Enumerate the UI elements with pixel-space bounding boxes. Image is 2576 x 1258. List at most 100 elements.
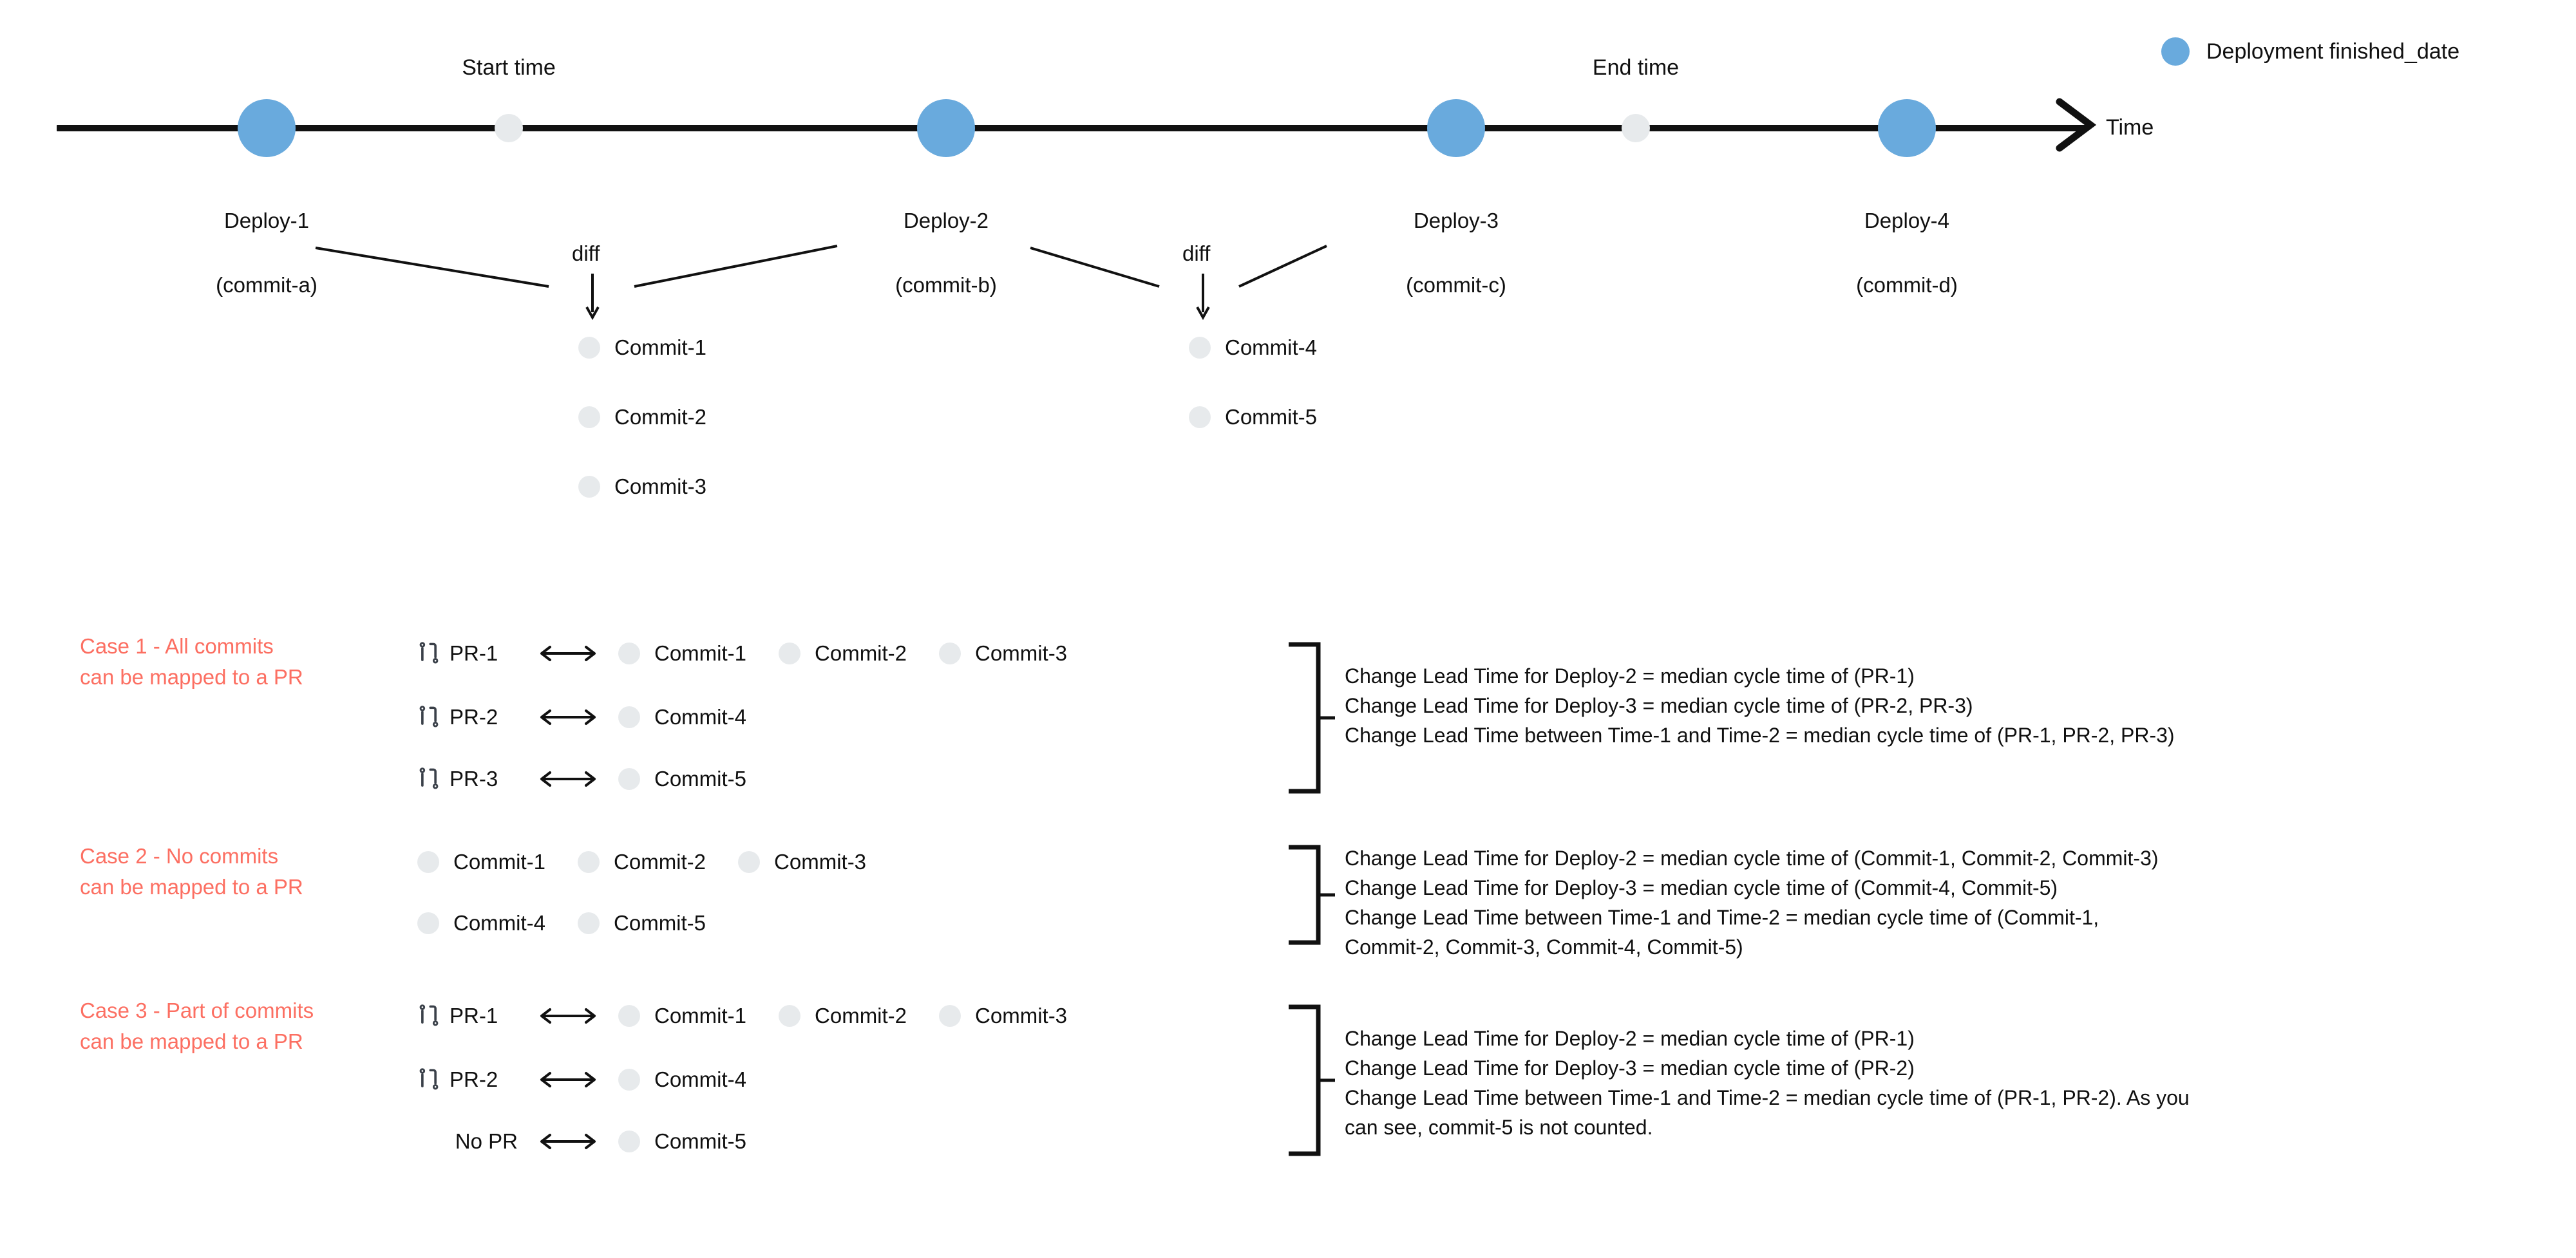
commit-dot-icon <box>738 851 761 873</box>
timeline-node-deploy-3 <box>1427 99 1485 157</box>
pull-request-icon <box>419 1068 439 1090</box>
case-1-notes: Change Lead Time for Deploy-2 = median c… <box>1345 661 2175 750</box>
commit-item: Commit-1 <box>618 1004 746 1028</box>
commit-dot-icon <box>578 476 600 498</box>
commit-label: Commit-5 <box>1225 405 1318 429</box>
case-2-notes: Change Lead Time for Deploy-2 = median c… <box>1345 843 2159 962</box>
case-1-note-line: Change Lead Time for Deploy-2 = median c… <box>1345 664 1915 688</box>
bidirectional-arrow-icon <box>540 709 596 725</box>
commit-item: Commit-4 <box>618 705 746 729</box>
commit-item: Commit-5 <box>578 911 706 935</box>
deploy-4-caption: Deploy-4 (commit-d) <box>1785 173 2029 301</box>
end-time-label: End time <box>1592 55 1680 80</box>
commit-item: Commit-4 <box>618 1067 746 1092</box>
commit-dot-icon <box>939 643 961 664</box>
commit-item: Commit-1 <box>417 850 545 874</box>
case-3-title: Case 3 - Part of commits can be mapped t… <box>80 999 314 1053</box>
case-3-row-3: No PR Commit-5 <box>417 1129 746 1154</box>
commit-dot-icon <box>578 337 600 359</box>
commit-dot-icon <box>578 851 600 873</box>
pr-label: No PR <box>455 1129 518 1153</box>
commit-label: Commit-4 <box>654 1067 747 1091</box>
timeline-arrowhead-icon <box>2056 98 2097 152</box>
deploy-3-commit: (commit-c) <box>1406 273 1506 297</box>
case-2-note-line: Change Lead Time between Time-1 and Time… <box>1345 906 2099 959</box>
commit-dot-icon <box>578 912 600 934</box>
commit-dot-icon <box>618 706 640 728</box>
commit-dot-icon <box>1189 406 1211 428</box>
timeline-axis-label: Time <box>2106 115 2154 140</box>
commit-label: Commit-4 <box>453 911 546 935</box>
diff-down-arrow-left-icon <box>585 274 600 321</box>
timeline-node-start-time <box>495 114 523 142</box>
case-1-title: Case 1 - All commits can be mapped to a … <box>80 634 303 689</box>
bidirectional-arrow-icon <box>540 1008 596 1024</box>
commit-dot-icon <box>1189 337 1211 359</box>
commit-dot-icon <box>618 1069 640 1091</box>
case-2-title: Case 2 - No commits can be mapped to a P… <box>80 844 303 899</box>
commit-dot-icon <box>618 1131 640 1152</box>
commit-dot-icon <box>618 1005 640 1027</box>
commit-item: Commit-5 <box>618 1129 746 1154</box>
diff-label-left: diff <box>572 241 600 265</box>
timeline-axis <box>57 125 2085 131</box>
timeline-node-end-time <box>1622 114 1650 142</box>
bidirectional-arrow-icon <box>540 646 596 661</box>
case-1-note-line: Change Lead Time for Deploy-3 = median c… <box>1345 694 1973 717</box>
diff-commit-item: Commit-5 <box>1189 405 1317 429</box>
bidirectional-arrow-icon <box>540 1134 596 1149</box>
case-2-row-2: Commit-4 Commit-5 <box>417 911 706 935</box>
legend-deployment-dot-icon <box>2161 37 2190 66</box>
commit-label: Commit-1 <box>453 850 546 874</box>
commit-label: Commit-4 <box>654 705 747 729</box>
case-3-row-2: PR-2 Commit-4 <box>417 1067 746 1093</box>
case-1-row-1: PR-1 Commit-1 Commit-2 Commit-3 <box>417 641 1067 666</box>
commit-label: Commit-3 <box>774 850 867 874</box>
diff-commit-item: Commit-2 <box>578 405 706 429</box>
pr-label: PR-2 <box>450 1067 498 1091</box>
deploy-2-commit: (commit-b) <box>895 273 997 297</box>
pull-request-icon <box>419 706 439 728</box>
commit-dot-icon <box>417 912 439 934</box>
commit-label: Commit-2 <box>815 641 907 665</box>
timeline-node-deploy-4 <box>1878 99 1936 157</box>
deploy-1-name: Deploy-1 <box>223 209 310 232</box>
commit-dot-icon <box>779 1005 801 1027</box>
commit-dot-icon <box>417 851 439 873</box>
pull-request-icon <box>419 1004 439 1026</box>
deploy-2-caption: Deploy-2 (commit-b) <box>824 173 1068 301</box>
commit-item: Commit-3 <box>939 641 1067 666</box>
pr-label: PR-1 <box>450 1004 498 1028</box>
commit-item: Commit-3 <box>939 1004 1067 1028</box>
commit-label: Commit-5 <box>614 911 706 935</box>
case-3-note-line: Change Lead Time for Deploy-2 = median c… <box>1345 1027 1915 1050</box>
commit-label: Commit-1 <box>654 1004 747 1028</box>
diff-commit-item: Commit-4 <box>1189 335 1317 360</box>
case-3-note-line: Change Lead Time for Deploy-3 = median c… <box>1345 1056 1915 1080</box>
case-3-row-1: PR-1 Commit-1 Commit-2 Commit-3 <box>417 1003 1067 1029</box>
pr-label: PR-1 <box>450 641 498 665</box>
diff-commit-item: Commit-3 <box>578 474 706 499</box>
commit-dot-icon <box>578 406 600 428</box>
commit-label: Commit-2 <box>815 1004 907 1028</box>
commit-label: Commit-3 <box>975 641 1068 665</box>
bidirectional-arrow-icon <box>540 771 596 787</box>
diff-down-arrow-right-icon <box>1196 274 1210 321</box>
case-3-note-line: Change Lead Time between Time-1 and Time… <box>1345 1086 2190 1139</box>
pull-request-icon <box>419 767 439 789</box>
commit-label: Commit-1 <box>654 641 747 665</box>
commit-label: Commit-2 <box>614 850 706 874</box>
diff-commit-item: Commit-1 <box>578 335 706 360</box>
commit-dot-icon <box>618 643 640 664</box>
legend-label: Deployment finished_date <box>2206 39 2460 64</box>
diff-label-right: diff <box>1182 241 1211 265</box>
case-1-bracket <box>1289 642 1335 794</box>
pull-request-icon-placeholder <box>417 1129 440 1154</box>
commit-label: Commit-5 <box>654 1129 747 1153</box>
commit-item: Commit-1 <box>618 641 746 666</box>
diff-connector-lines <box>315 245 1327 288</box>
case-2-note-line: Change Lead Time for Deploy-2 = median c… <box>1345 847 2159 870</box>
case-1-row-2: PR-2 Commit-4 <box>417 704 746 730</box>
commit-dot-icon <box>779 643 801 664</box>
